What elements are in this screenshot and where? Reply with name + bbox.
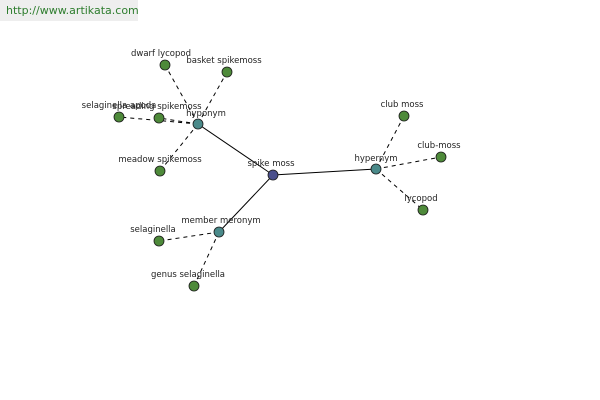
edge-hyponym-meadow-spikemoss: [159, 123, 199, 172]
edge-center-hypernym: [272, 168, 377, 176]
graph-edges: [118, 64, 442, 287]
center-node-spike-moss[interactable]: [267, 169, 279, 181]
leaf-label-basket-spikemoss[interactable]: basket spikemoss: [186, 56, 262, 66]
edge-center-member-meronym: [218, 174, 274, 233]
edge-hypernym-club-moss: [375, 156, 442, 170]
leaf-node-selaginella[interactable]: [153, 235, 165, 247]
leaf-node-basket-spikemoss[interactable]: [221, 66, 233, 78]
edge-hyponym-spreading-spikemoss: [158, 117, 199, 125]
edge-member-meronym-selaginella: [158, 231, 220, 242]
leaf-node-selaginella-apoda[interactable]: [113, 111, 125, 123]
edge-center-hyponym: [197, 123, 274, 176]
relation-label-hypernym[interactable]: hypernym: [354, 154, 397, 164]
leaf-node-club-moss[interactable]: [398, 110, 410, 122]
leaf-node-lycopod[interactable]: [417, 204, 429, 216]
leaf-label-spreading-spikemoss[interactable]: spreading spikemoss: [112, 102, 202, 112]
relation-label-member-meronym[interactable]: member meronym: [181, 216, 260, 226]
leaf-label-dwarf-lycopod[interactable]: dwarf lycopod: [131, 49, 191, 59]
relation-node-member-meronym[interactable]: [213, 226, 225, 238]
watermark-url[interactable]: http://www.artikata.com: [6, 4, 139, 17]
leaf-label-club-moss[interactable]: club-moss: [417, 141, 461, 151]
leaf-node-dwarf-lycopod[interactable]: [159, 59, 171, 71]
center-label-spike-moss[interactable]: spike moss: [247, 159, 295, 169]
leaf-node-spreading-spikemoss[interactable]: [153, 112, 165, 124]
edge-hypernym-lycopod: [375, 168, 424, 211]
relation-node-hyponym[interactable]: [192, 118, 204, 130]
edge-member-meronym-genus-selaginella: [193, 231, 220, 287]
relation-node-hypernym[interactable]: [370, 163, 382, 175]
leaf-node-genus-selaginella[interactable]: [188, 280, 200, 292]
watermark-banner: http://www.artikata.com: [0, 0, 139, 21]
edge-hyponym-dwarf-lycopod: [164, 64, 199, 125]
leaf-label-selaginella[interactable]: selaginella: [130, 225, 176, 235]
leaf-label-genus-selaginella[interactable]: genus selaginella: [151, 270, 225, 280]
edge-hyponym-selaginella-apoda: [118, 116, 199, 125]
leaf-label-meadow-spikemoss[interactable]: meadow spikemoss: [118, 155, 202, 165]
graph-nodes: [113, 59, 447, 292]
leaf-label-selaginella-apoda[interactable]: selaginella apoda: [82, 101, 157, 111]
leaf-node-club-moss[interactable]: [435, 151, 447, 163]
edge-hypernym-club-moss: [375, 115, 405, 170]
leaf-node-meadow-spikemoss[interactable]: [154, 165, 166, 177]
leaf-label-lycopod[interactable]: lycopod: [404, 194, 437, 204]
relation-label-hyponym[interactable]: hyponym: [186, 109, 226, 119]
leaf-label-club-moss[interactable]: club moss: [381, 100, 424, 110]
edge-hyponym-basket-spikemoss: [197, 71, 228, 125]
